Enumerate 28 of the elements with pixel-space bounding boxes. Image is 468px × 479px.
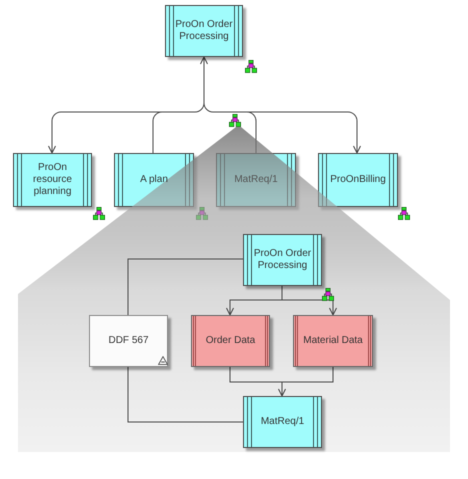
node-label: A plan <box>140 174 168 186</box>
node-label: ProOn Order Processing <box>253 248 312 272</box>
connector-line <box>162 102 204 112</box>
document-box <box>89 315 168 367</box>
process-box <box>243 396 322 448</box>
node-label: ProOn Order Processing <box>175 19 233 43</box>
process-box <box>165 5 243 57</box>
node-label: DDF 567 <box>108 335 148 347</box>
arrow <box>282 300 337 316</box>
arrow <box>48 112 162 154</box>
connector-line <box>152 112 162 154</box>
arrow <box>226 300 282 316</box>
node-label: Material Data <box>303 335 363 347</box>
connector-line <box>128 258 244 316</box>
connector-line <box>282 366 334 382</box>
data-box <box>191 315 270 367</box>
process-box <box>13 153 92 207</box>
connector-line <box>230 366 282 382</box>
node-label: ProOnBilling <box>330 174 386 186</box>
connector-line <box>128 366 244 422</box>
node-label: Order Data <box>206 335 256 347</box>
node-label: MatReq/1 <box>234 174 278 186</box>
node-label: MatReq/1 <box>260 416 304 428</box>
data-box <box>293 315 373 367</box>
node-label: ProOn resource planning <box>32 162 73 198</box>
arrow <box>278 382 286 396</box>
process-box <box>243 234 322 286</box>
process-box <box>318 153 398 207</box>
